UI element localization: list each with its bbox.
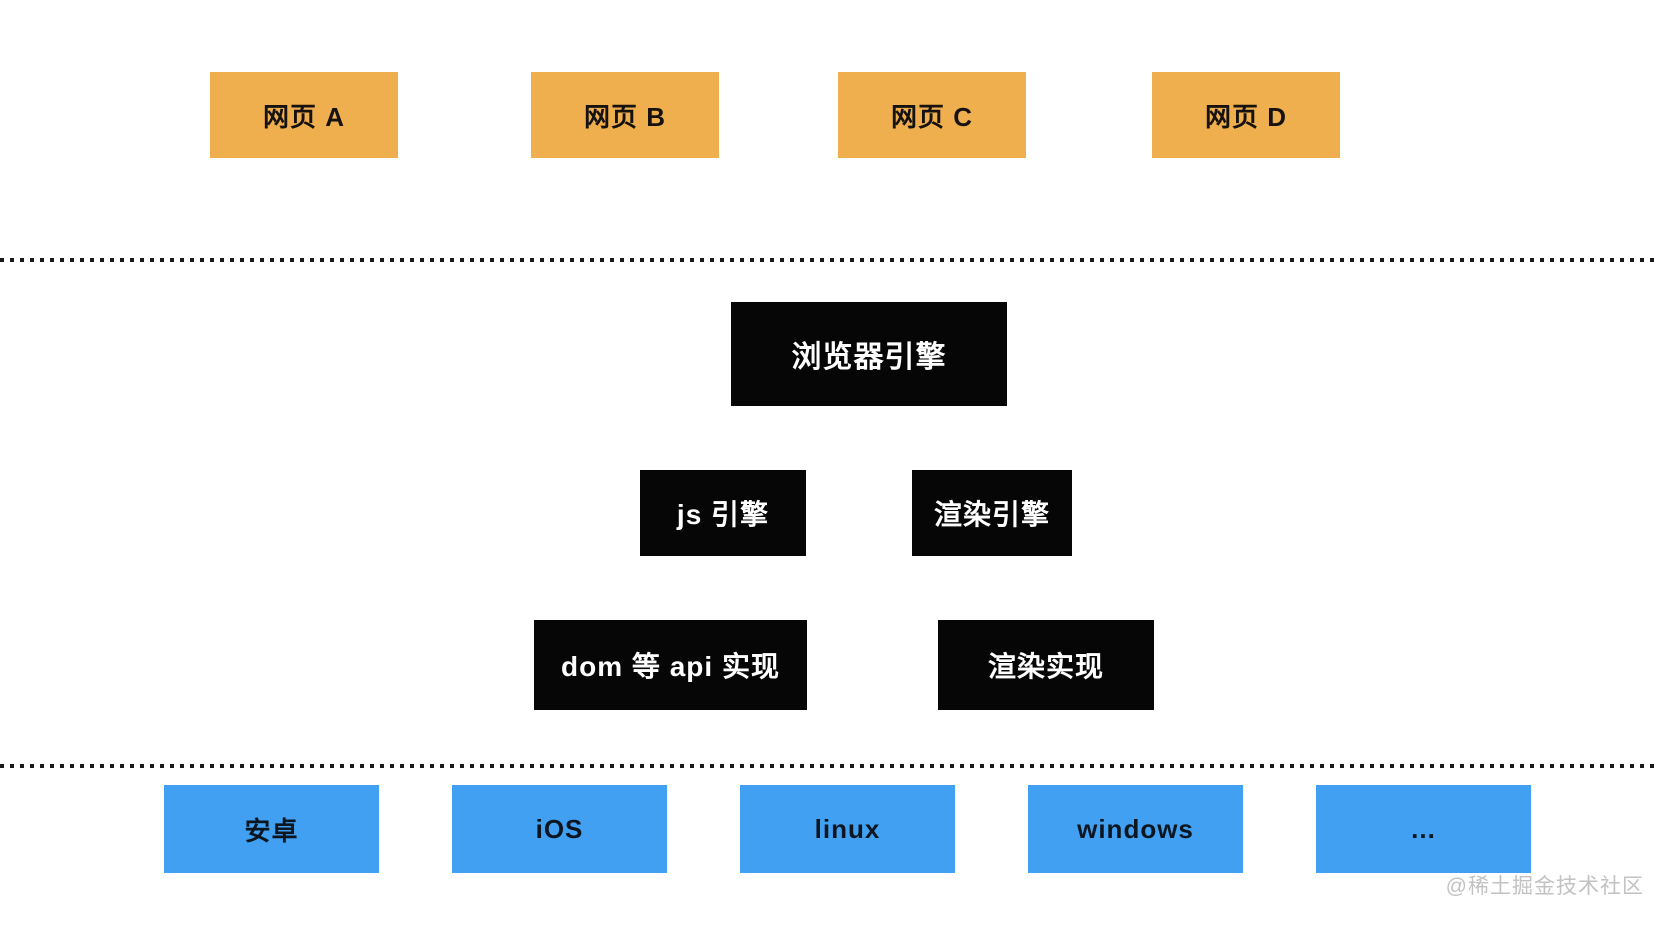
render-implementation-node: 渲染实现 — [938, 620, 1154, 710]
dom-api-implementation-node: dom 等 api 实现 — [534, 620, 807, 710]
webpage-b-node: 网页 B — [531, 72, 719, 158]
platform-windows-node: windows — [1028, 785, 1243, 873]
webpage-c-node: 网页 C — [838, 72, 1026, 158]
platform-ellipsis-node: ... — [1316, 785, 1531, 873]
js-engine-node: js 引擎 — [640, 470, 806, 556]
platform-android-node: 安卓 — [164, 785, 379, 873]
separator-dotted-line-bottom — [0, 764, 1656, 768]
browser-engine-node: 浏览器引擎 — [731, 302, 1007, 406]
webpage-a-node: 网页 A — [210, 72, 398, 158]
webpage-d-node: 网页 D — [1152, 72, 1340, 158]
platform-ios-node: iOS — [452, 785, 667, 873]
render-engine-node: 渲染引擎 — [912, 470, 1072, 556]
separator-dotted-line-top — [0, 258, 1656, 262]
juejin-watermark: @稀土掘金技术社区 — [1445, 875, 1644, 898]
platform-linux-node: linux — [740, 785, 955, 873]
